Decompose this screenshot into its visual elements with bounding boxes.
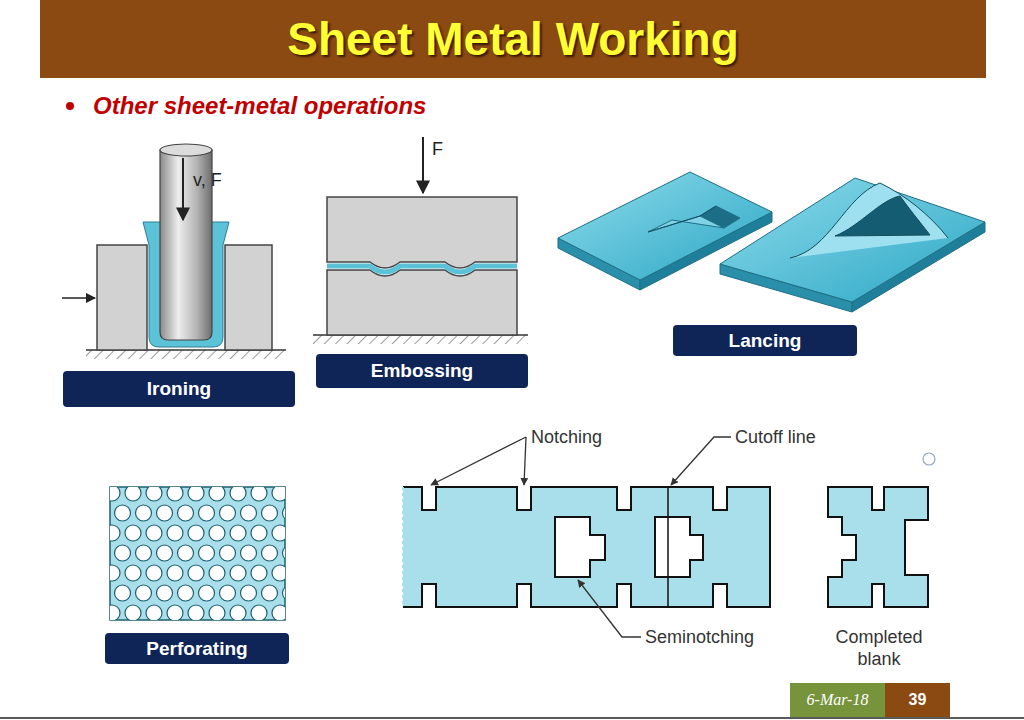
callout-label: Cutoff line [735,426,816,448]
slide-title: Sheet Metal Working [40,0,986,78]
ironing-figure [62,144,286,359]
node-text: Embossing [371,360,473,382]
bullet-text: Other sheet-metal operations [93,91,426,121]
header-band [40,0,986,78]
operation-label: Embossing [316,354,528,388]
callout-label: Completed blank [816,626,942,670]
date-box: 6-Mar-18 [790,683,885,717]
lancing-figure [558,172,985,312]
page-number-box: 39 [885,683,950,717]
operation-label: Ironing [63,371,295,407]
callout-label: Notching [531,426,602,448]
node-text: 6-Mar-18 [807,691,869,709]
ornament [923,453,935,465]
node-text: Perforating [146,638,247,660]
force-label: v, F [193,168,222,192]
node-text: Lancing [729,330,802,352]
operation-label: Perforating [105,633,289,664]
leader-lines [431,437,731,637]
operation-label: Lancing [673,325,857,356]
node-text: 39 [909,691,927,709]
notched-strip [403,487,928,607]
perforated-sheet [104,485,299,621]
footer-rule [0,717,1024,719]
node-text: Ironing [147,378,211,400]
embossing-figure [313,137,528,344]
bullet [66,102,74,110]
callout-label: Seminotching [645,626,754,648]
force-label: F [432,137,443,161]
